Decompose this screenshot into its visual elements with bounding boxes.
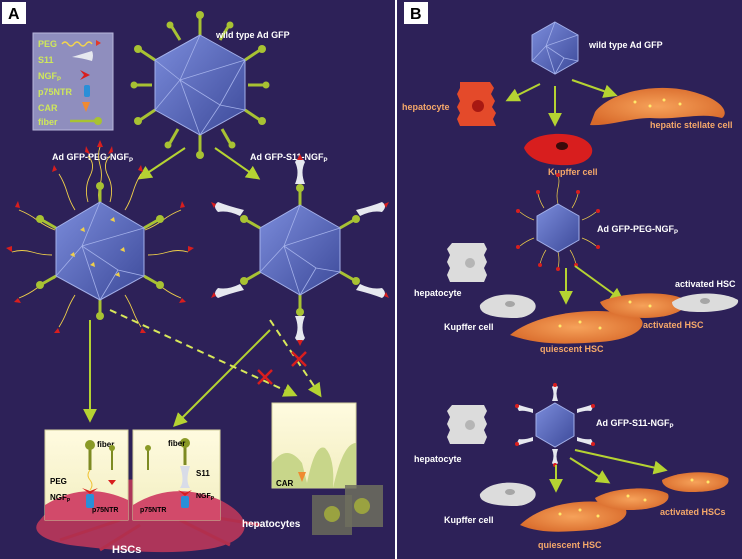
- peg-virus-label-a: Ad GFP-PEG-NGFP: [52, 152, 133, 164]
- hsc-b1: [590, 87, 725, 126]
- quiescent-hsc-b3: [520, 501, 627, 532]
- activated-white-label-b2: activated HSC: [675, 279, 736, 289]
- hepatocytes-label-a: hepatocytes: [242, 519, 301, 530]
- hepatocyte-cells-a: [312, 485, 383, 535]
- legend-label-ngf: NGFP: [38, 71, 61, 83]
- box2-s11: S11: [196, 469, 210, 478]
- hepatocyte-red-b1: [457, 82, 496, 126]
- kupffer-gray-b3: [479, 482, 536, 506]
- legend-label-fiber: fiber: [38, 117, 58, 127]
- panel-a-letter-box: [2, 2, 26, 24]
- binding-box-peg: fiber PEG NGFP p75NTR: [44, 429, 129, 521]
- s11-ngf-virus-b: [515, 383, 595, 467]
- kupffer-label-b3: Kupffer cell: [444, 515, 494, 525]
- hepatocyte-gray-b2: [447, 243, 487, 282]
- hepatocyte-label-b3: hepatocyte: [414, 454, 462, 464]
- quiescent-label-b3: quiescent HSC: [538, 540, 602, 550]
- panel-b-letter-box: [404, 2, 428, 24]
- legend-box: PEG S11 NGFP p75NTR CAR fiber: [32, 32, 114, 131]
- peg-ngf-virus-b: [516, 173, 600, 271]
- box1-fiber: fiber: [97, 440, 114, 449]
- s11-ngf-virus-a: [211, 154, 389, 346]
- legend-label-s11: S11: [38, 55, 54, 65]
- peg-chain-icon: [61, 41, 93, 47]
- block-mark-1: [257, 369, 273, 385]
- binding-box-car: CAR: [271, 402, 357, 489]
- activated-hsc-orange-b2: [600, 293, 686, 318]
- kupffer-red-b1: [524, 133, 593, 166]
- kupffer-label-b2: Kupffer cell: [444, 322, 494, 332]
- hepatocyte-gray-b3: [447, 405, 487, 444]
- hsc-label-b1: hepatic stellate cell: [650, 120, 733, 130]
- s11-virus-label-b: Ad GFP-S11-NGFP: [596, 418, 674, 430]
- quiescent-label-b2: quiescent HSC: [540, 344, 604, 354]
- hepatocyte-label-b2: hepatocyte: [414, 288, 462, 298]
- s11-peptide-icon: [72, 51, 93, 61]
- box2-fiber: fiber: [168, 439, 185, 448]
- wild-type-label-b: wild type Ad GFP: [588, 40, 663, 50]
- box3-car: CAR: [276, 479, 294, 488]
- box1-peg: PEG: [50, 477, 67, 486]
- quiescent-hsc-b2: [510, 311, 643, 344]
- box2-ngf: NGFP: [196, 493, 215, 502]
- s11-virus-label-a: Ad GFP-S11-NGFP: [250, 152, 328, 164]
- peg-ngf-virus-a: [6, 140, 194, 333]
- wild-type-label-a: wild type Ad GFP: [215, 30, 290, 40]
- panel-a-letter: A: [8, 6, 20, 23]
- activated-hsc-b3: [595, 472, 729, 510]
- legend-label-peg: PEG: [38, 39, 57, 49]
- wild-type-virus-b: [531, 21, 579, 75]
- fiber-knob-icon: [94, 117, 102, 125]
- legend-label-p75ntr: p75NTR: [38, 87, 73, 97]
- panel-b-letter: B: [410, 6, 422, 23]
- box1-ngf: NGFP: [50, 493, 71, 504]
- legend-label-car: CAR: [38, 103, 58, 113]
- binding-box-s11: fiber S11 NGFP p75NTR: [132, 429, 221, 521]
- hscs-label: HSCs: [112, 544, 141, 556]
- wild-type-virus-a: [130, 11, 270, 159]
- activated-orange-label-b2: activated HSC: [643, 320, 704, 330]
- box1-p75: p75NTR: [92, 507, 118, 514]
- peg-virus-label-b: Ad GFP-PEG-NGFP: [597, 224, 678, 236]
- p75ntr-receptor-icon: [84, 85, 90, 97]
- kupffer-label-b1: Kupffer cell: [548, 167, 598, 177]
- car-receptor-icon: [82, 102, 90, 112]
- hepatocyte-label-b1: hepatocyte: [402, 102, 450, 112]
- box2-p75: p75NTR: [140, 507, 166, 514]
- block-mark-2: [291, 351, 307, 367]
- kupffer-gray-b2: [479, 294, 536, 318]
- activated-label-b3: activated HSCs: [660, 507, 726, 517]
- ngf-ligand-icon: [80, 70, 90, 80]
- activated-hsc-white-b2: [672, 293, 739, 312]
